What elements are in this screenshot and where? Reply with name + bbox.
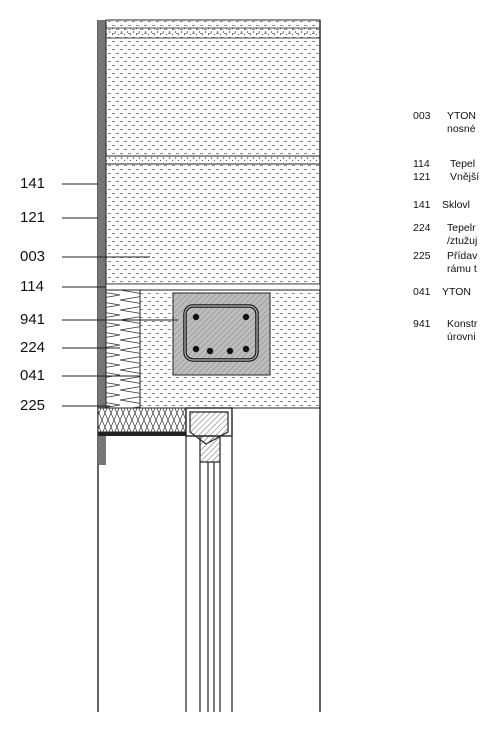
legend-code: 941 xyxy=(413,318,431,330)
legend-text: úrovni xyxy=(447,331,476,343)
legend-code: 224 xyxy=(413,222,431,234)
legend-text: /ztužuj xyxy=(447,235,478,247)
legend-text: rámu t xyxy=(447,263,477,275)
legend-text: YTON xyxy=(442,286,471,298)
aac-block-upper xyxy=(105,19,321,157)
mortar-joint-top xyxy=(105,27,321,39)
mortar-joint-mid xyxy=(105,155,321,165)
legend-text: Konstr xyxy=(447,318,478,330)
legend-code: 114 xyxy=(413,158,430,170)
rebar xyxy=(192,345,200,353)
sash-profile xyxy=(199,435,221,463)
rebar xyxy=(242,313,250,321)
callout-041: 041 xyxy=(20,367,46,384)
rebar xyxy=(226,347,234,355)
legend-text: Tepel xyxy=(450,158,476,170)
callout-141: 141 xyxy=(20,175,46,192)
callout-941: 941 xyxy=(20,311,46,328)
legend-text: Tepelr xyxy=(447,222,476,234)
rebar xyxy=(242,345,250,353)
legend-text: YTON xyxy=(447,110,476,122)
legend-text: Vnější xyxy=(450,171,480,183)
legend-text: Sklovl xyxy=(442,199,471,211)
callout-224: 224 xyxy=(20,339,46,356)
legend-code: 041 xyxy=(413,286,431,298)
callout-003: 003 xyxy=(20,248,46,265)
legend-text: nosné xyxy=(447,123,476,135)
rebar xyxy=(192,313,200,321)
sill-edge xyxy=(98,432,186,436)
rebar xyxy=(206,347,214,355)
legend-code: 225 xyxy=(413,250,431,262)
legend-code: 141 xyxy=(413,199,431,211)
aac-block-003 xyxy=(105,163,321,285)
callout-225: 225 xyxy=(20,397,46,414)
joint-114 xyxy=(105,283,321,291)
legend-text: Přídav xyxy=(447,250,478,262)
callout-114: 114 xyxy=(20,278,44,295)
legend-code: 003 xyxy=(413,110,431,122)
callout-121: 121 xyxy=(20,209,46,226)
legend-code: 121 xyxy=(413,171,431,183)
